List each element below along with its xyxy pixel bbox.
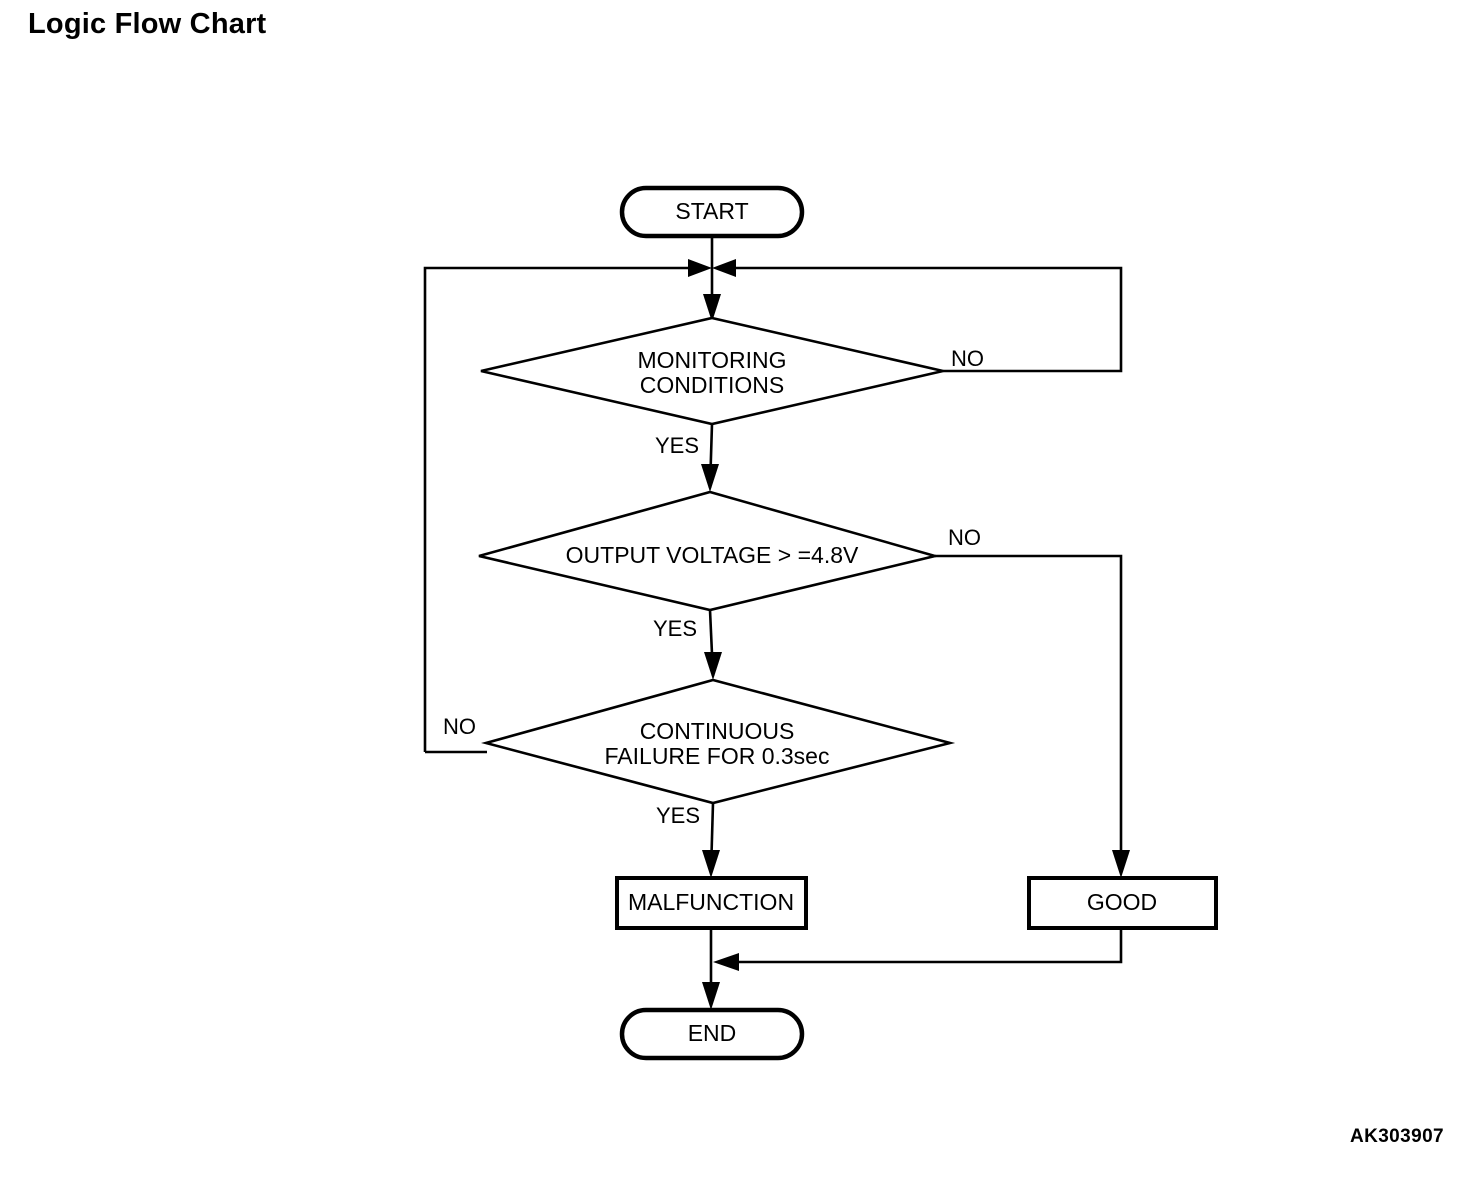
monitoring-label-line1: MONITORING	[637, 347, 786, 373]
node-end[interactable]: END	[619, 1007, 805, 1061]
arrow-head-good-in	[1112, 850, 1130, 878]
end-shape	[619, 1007, 805, 1061]
edge-label-monitoring-yes: YES	[655, 433, 699, 458]
node-start[interactable]: START	[619, 185, 805, 239]
arrow-head-right-loop	[712, 259, 736, 277]
page-title: Logic Flow Chart	[28, 8, 267, 40]
arrow-head-left-loop	[688, 259, 712, 277]
edge-good-to-end	[737, 928, 1123, 964]
edge-label-voltage-no: NO	[948, 525, 981, 550]
arrow-head-malfunction-in	[702, 850, 720, 878]
node-malfunction[interactable]: MALFUNCTION	[615, 876, 808, 930]
node-monitoring-conditions[interactable]: MONITORING CONDITIONS	[480, 316, 944, 426]
end-label: END	[688, 1020, 737, 1046]
good-shape	[1027, 876, 1218, 930]
start-label: START	[675, 198, 748, 224]
node-output-voltage[interactable]: OUTPUT VOLTAGE > =4.8V	[478, 490, 941, 612]
monitoring-label-line2: CONDITIONS	[640, 372, 784, 398]
edge-label-continuous-no: NO	[443, 714, 476, 739]
edge-label-continuous-yes: YES	[656, 803, 700, 828]
edge-voltage-no	[935, 554, 1123, 872]
start-shape	[619, 185, 805, 239]
edge-continuous-no-loop	[423, 266, 690, 752]
edge-monitoring-no-loop	[734, 266, 1123, 373]
arrow-head-merge	[713, 953, 739, 971]
node-good[interactable]: GOOD	[1027, 876, 1218, 930]
arrow-head-continuous-in	[704, 652, 722, 680]
edge-label-voltage-yes: YES	[653, 616, 697, 641]
monitoring-shape	[480, 316, 944, 426]
malfunction-shape	[615, 876, 808, 930]
arrow-head-end-in	[702, 982, 720, 1010]
arrow-head-monitoring-in	[703, 294, 721, 322]
voltage-label: OUTPUT VOLTAGE > =4.8V	[566, 542, 859, 568]
good-label: GOOD	[1087, 889, 1157, 915]
malfunction-label: MALFUNCTION	[628, 889, 794, 915]
continuous-label-line2: FAILURE FOR 0.3sec	[605, 743, 830, 769]
node-continuous-failure[interactable]: CONTINUOUS FAILURE FOR 0.3sec	[481, 678, 956, 805]
voltage-shape	[478, 490, 941, 612]
edge-label-monitoring-no: NO	[951, 346, 984, 371]
continuous-label-line1: CONTINUOUS	[640, 718, 795, 744]
figure-code: AK303907	[1349, 1126, 1444, 1147]
arrow-head-voltage-in	[701, 464, 719, 492]
continuous-shape	[481, 678, 956, 805]
